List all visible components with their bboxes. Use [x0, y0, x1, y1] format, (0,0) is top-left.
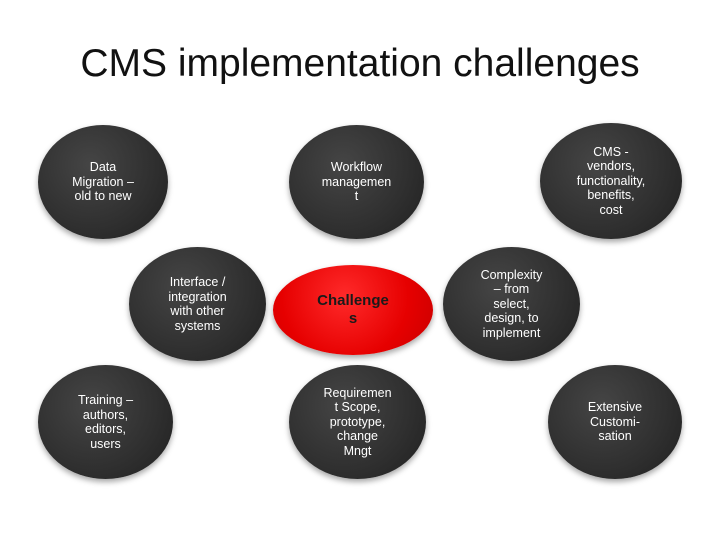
- node-interface-integration: Interface / integration with other syste…: [129, 247, 266, 361]
- node-workflow-management: Workflow managemen t: [289, 125, 424, 239]
- challenges-diagram: Data Migration – old to new Workflow man…: [32, 120, 688, 485]
- node-data-migration-label: Data Migration – old to new: [72, 160, 134, 204]
- node-requirement-scope: Requiremen t Scope, prototype, change Mn…: [289, 365, 426, 479]
- node-interface-integration-label: Interface / integration with other syste…: [168, 275, 227, 333]
- node-extensive-customisation: Extensive Customi- sation: [548, 365, 682, 479]
- node-workflow-management-label: Workflow managemen t: [321, 160, 392, 204]
- node-center-challenges-label: Challenge s: [317, 292, 389, 327]
- node-requirement-scope-label: Requiremen t Scope, prototype, change Mn…: [323, 385, 392, 458]
- node-complexity: Complexity – from select, design, to imp…: [443, 247, 580, 361]
- slide-title: CMS implementation challenges: [80, 42, 640, 85]
- node-complexity-label: Complexity – from select, design, to imp…: [480, 267, 543, 340]
- node-data-migration: Data Migration – old to new: [38, 125, 168, 239]
- node-extensive-customisation-label: Extensive Customi- sation: [587, 400, 643, 444]
- node-center-challenges: Challenge s: [273, 265, 433, 355]
- node-training-label: Training – authors, editors, users: [77, 393, 134, 451]
- node-cms-vendors-label: CMS - vendors, functionality, benefits, …: [576, 144, 646, 217]
- node-training: Training – authors, editors, users: [38, 365, 173, 479]
- node-cms-vendors: CMS - vendors, functionality, benefits, …: [540, 123, 682, 239]
